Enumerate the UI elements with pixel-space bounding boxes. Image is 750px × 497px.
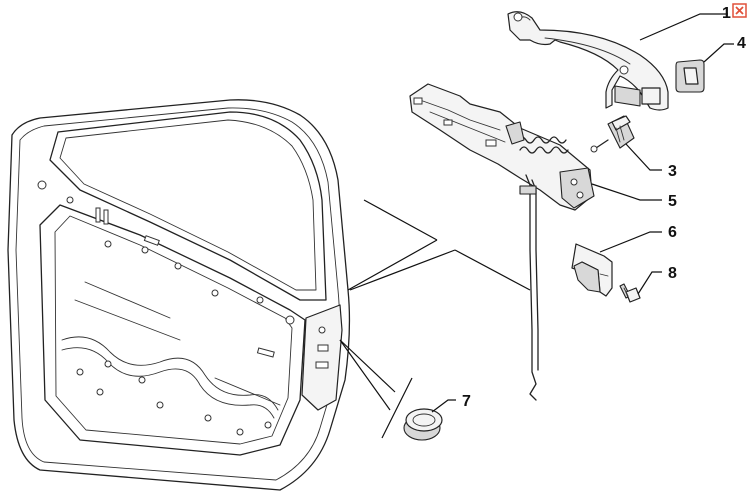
callout-8: 8 <box>668 265 677 282</box>
door-frame <box>7 99 351 491</box>
callout-labels: 1 4 3 5 6 8 7 <box>462 5 746 410</box>
breakout-lines <box>339 199 531 439</box>
lock-cylinder <box>590 115 635 153</box>
retaining-clip <box>571 243 613 297</box>
plug <box>403 408 443 441</box>
handle-bracket <box>409 83 595 401</box>
callout-3: 3 <box>668 163 677 180</box>
screw <box>619 283 641 303</box>
leader-lines <box>431 13 734 413</box>
callout-4: 4 <box>737 35 746 52</box>
callout-1: 1 <box>722 5 731 22</box>
handle-gasket <box>675 59 705 93</box>
door-handle <box>507 11 669 111</box>
spring <box>517 136 569 154</box>
callout-7: 7 <box>462 393 471 410</box>
red-square-x-icon <box>732 3 747 18</box>
callout-5: 5 <box>668 193 677 210</box>
callout-6: 6 <box>668 224 677 241</box>
